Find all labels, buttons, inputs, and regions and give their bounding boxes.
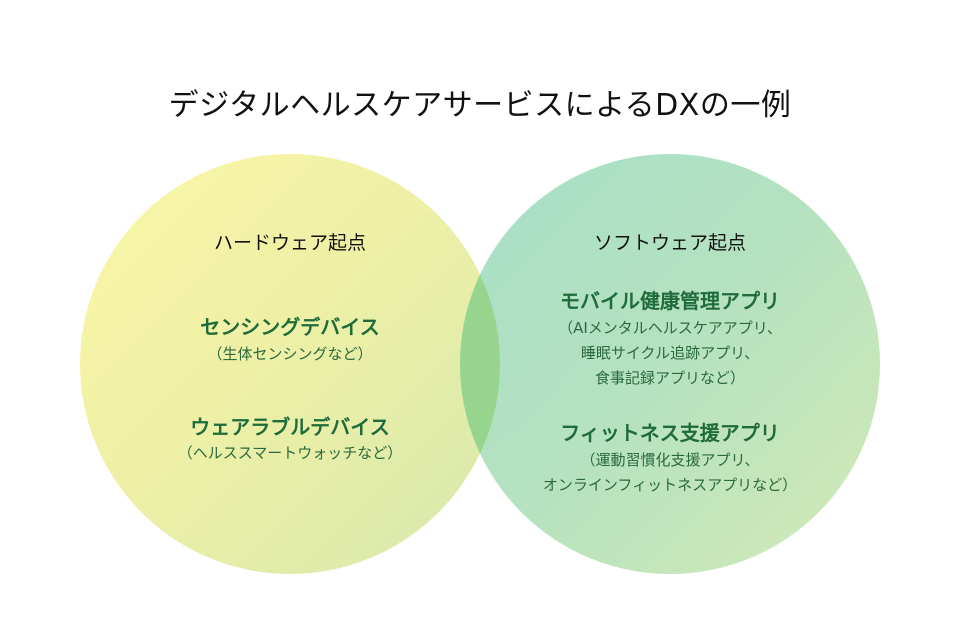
hardware-heading: ハードウェア起点 (213, 232, 366, 254)
mobile-health-app-sub-2: 睡眠サイクル追跡アプリ、 (580, 344, 760, 362)
mobile-health-app-title: モバイル健康管理アプリ (560, 289, 780, 313)
wearable-device-sub: （ヘルススマートウォッチなど） (177, 444, 403, 462)
fitness-app-title: フィットネス支援アプリ (560, 421, 780, 445)
software-heading: ソフトウェア起点 (593, 232, 746, 254)
sensing-device-title: センシングデバイス (200, 315, 380, 339)
mobile-health-app-sub-3: 食事記録アプリなど） (594, 369, 745, 387)
software-circle (460, 154, 880, 574)
sensing-device-sub: （生体センシングなど） (207, 345, 373, 363)
overlap-region (460, 154, 500, 574)
fitness-app-sub-2: オンラインフィットネスアプリなど） (542, 476, 798, 494)
mobile-health-app-sub-1: （AIメンタルヘルスケアアプリ、 (558, 319, 782, 337)
fitness-app-sub-1: （運動習慣化支援アプリ、 (580, 451, 760, 469)
wearable-device-title: ウェアラブルデバイス (190, 415, 390, 439)
hardware-circle (80, 154, 500, 574)
diagram-title: デジタルヘルスケアサービスによるDXの一例 (168, 88, 792, 123)
